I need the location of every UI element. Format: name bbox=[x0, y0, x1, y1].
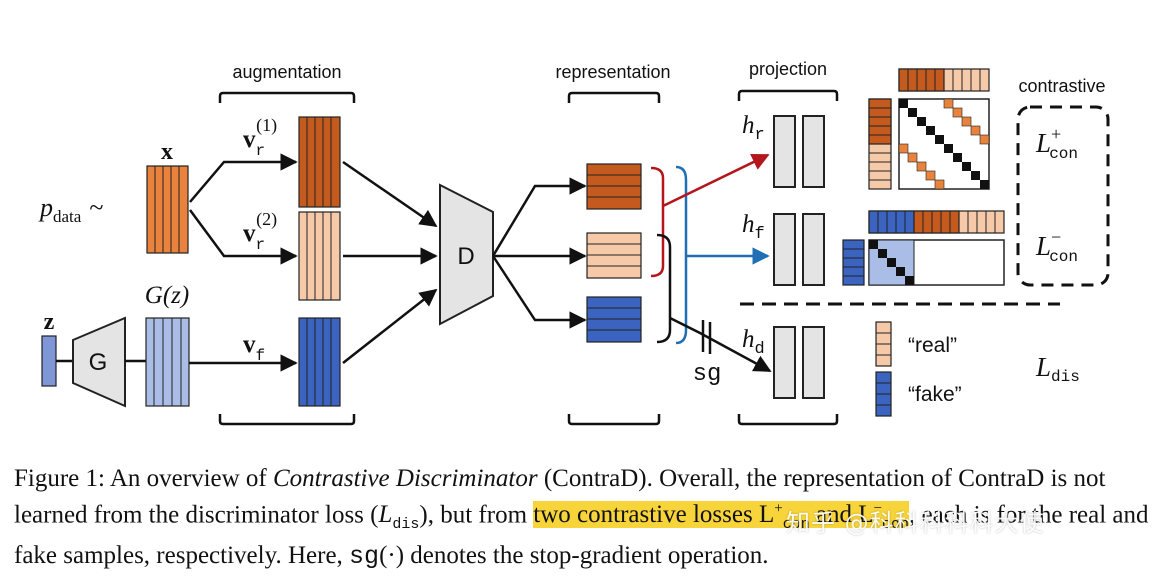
h-r-bar-left bbox=[773, 115, 796, 188]
h-f-label: hf bbox=[742, 211, 765, 244]
rep-r1-block bbox=[586, 163, 642, 210]
v-r2-label: vr(2) bbox=[243, 209, 277, 254]
h-r-label: hr bbox=[742, 112, 765, 145]
h-r-bar-right bbox=[802, 115, 825, 188]
arrow-to-h-d bbox=[669, 316, 772, 373]
v-f-label: vf bbox=[243, 331, 265, 365]
v-r2-block bbox=[298, 211, 341, 301]
caption-part3: ), but from bbox=[419, 501, 534, 529]
discriminator-shape bbox=[439, 183, 494, 326]
g-of-z-label: G(z) bbox=[145, 282, 189, 309]
contrastive-loss-box bbox=[1016, 105, 1110, 287]
caption-part5: denotes the stop-gradient operation. bbox=[404, 542, 769, 570]
projection-label: projection bbox=[749, 59, 827, 79]
augmentation-label: augmentation bbox=[232, 62, 341, 82]
caption-highlight: two contrastive losses L+con and L−con bbox=[533, 501, 910, 534]
l-con-plus-label: L+con bbox=[1035, 124, 1078, 163]
augmentation-bottom-brace bbox=[218, 414, 356, 426]
arrow-x-to-vr1 bbox=[189, 153, 298, 203]
arrow-d-to-rep-r1 bbox=[491, 177, 587, 257]
x-label: x bbox=[161, 139, 173, 165]
negative-similarity-matrix bbox=[842, 210, 1005, 286]
v-f-block bbox=[298, 317, 341, 407]
caption-ldis: Ldis bbox=[378, 501, 420, 534]
sg-label: sg bbox=[693, 361, 722, 388]
caption-method-name: Contrastive Discriminator bbox=[272, 465, 538, 492]
rep-r2-block bbox=[586, 232, 642, 279]
contrad-overview-figure: augmentation representation projection c… bbox=[38, 59, 1110, 426]
contrastive-label: contrastive bbox=[1018, 76, 1105, 96]
generator-shape bbox=[72, 316, 126, 408]
l-con-minus-label: L−con bbox=[1035, 227, 1078, 266]
x-data-block bbox=[146, 165, 189, 254]
v-r1-label: vr(1) bbox=[243, 115, 277, 160]
augmentation-top-brace bbox=[218, 91, 356, 103]
legend-fake-swatch bbox=[875, 371, 892, 417]
caption-sg: sg bbox=[349, 542, 380, 572]
representation-label: representation bbox=[555, 62, 670, 82]
caption-sg-arg: (·) bbox=[379, 542, 405, 570]
h-f-bar-right bbox=[802, 213, 825, 286]
watermark: 知乎 @科科科科科大使 bbox=[786, 509, 1045, 537]
caption-part2: (ContraD). Overall, the representation o… bbox=[14, 465, 1106, 529]
legend-fake-label: “fake” bbox=[908, 383, 962, 406]
l-dis-label: Ldis bbox=[1035, 352, 1080, 386]
dis-bracket bbox=[656, 233, 672, 344]
arrow-vf-to-d bbox=[342, 288, 438, 364]
arrow-x-to-vr2 bbox=[188, 209, 298, 265]
stop-gradient-symbol bbox=[701, 320, 712, 354]
p-data-label: pdata~ bbox=[38, 193, 103, 226]
projection-bottom-brace bbox=[737, 414, 839, 426]
projection-top-brace bbox=[737, 89, 839, 101]
arrow-to-h-r bbox=[662, 153, 770, 208]
legend-real-swatch bbox=[875, 321, 892, 367]
figure-caption: Figure 1: An overview of Contrastive Dis… bbox=[14, 463, 1164, 572]
z-label: z bbox=[44, 309, 55, 335]
h-d-label: hd bbox=[742, 326, 765, 359]
h-f-bar-left bbox=[773, 213, 796, 286]
h-d-bar-right bbox=[802, 326, 825, 399]
z-input-block bbox=[41, 335, 57, 387]
arrow-vr1-to-d bbox=[342, 160, 438, 228]
caption-part4: , each is for the real and fake samples,… bbox=[14, 501, 1149, 570]
rep-f-block bbox=[586, 296, 642, 343]
generator-label: G bbox=[89, 349, 108, 376]
v-r1-block bbox=[298, 116, 341, 208]
representation-bottom-brace bbox=[567, 414, 661, 426]
caption-part1: Figure 1: An overview of bbox=[14, 465, 273, 492]
representation-top-brace bbox=[567, 91, 661, 103]
real-pair-bracket bbox=[650, 166, 665, 278]
legend-real-label: “real” bbox=[908, 334, 957, 357]
g-of-z-block bbox=[145, 317, 190, 407]
positive-similarity-matrix bbox=[868, 68, 990, 190]
h-d-bar-left bbox=[773, 326, 796, 399]
arrow-d-to-rep-f bbox=[491, 255, 587, 329]
contrastive-bracket bbox=[675, 165, 688, 345]
discriminator-label: D bbox=[457, 243, 474, 270]
